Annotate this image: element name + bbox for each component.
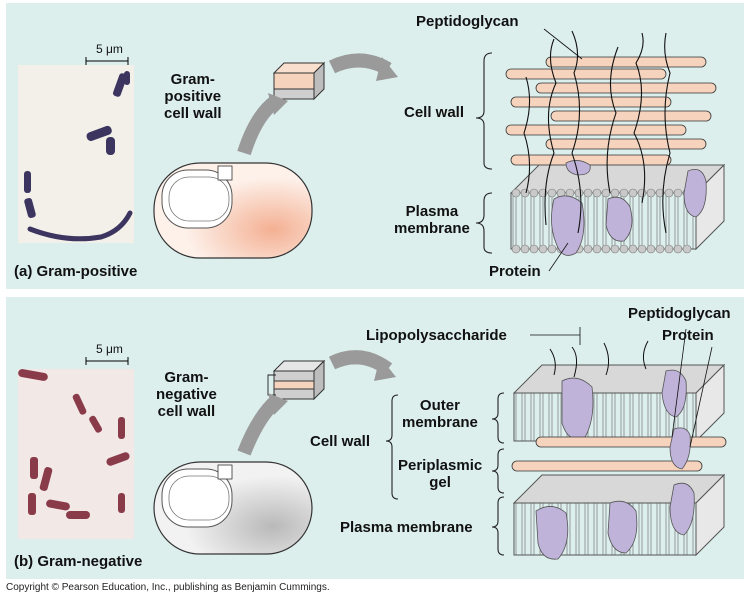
plasma-membrane-label: Plasma membrane (340, 519, 473, 536)
protein-label: Protein (662, 327, 714, 344)
lipopolysaccharide-strands (549, 340, 649, 378)
plasma-membrane-bilayer (509, 160, 726, 256)
peptidoglycan-rods (505, 56, 717, 166)
plasma-membrane-label: Plasma membrane (394, 203, 470, 237)
gram-negative-cell (153, 461, 313, 555)
gram-positive-wall-title: Gram- positive cell wall (164, 71, 222, 122)
lipopolysaccharide-label: Lipopolysaccharide (366, 327, 507, 344)
gram-positive-figure (18, 28, 726, 272)
peptidoglycan-label: Peptidoglycan (628, 305, 731, 322)
plasma-membrane-bilayer (512, 473, 726, 560)
periplasmic-gel-label: Periplasmic gel (398, 457, 483, 491)
panel-a-caption: (a) Gram-positive (14, 263, 138, 280)
gram-positive-stained-cells (24, 71, 133, 242)
gram-positive-micrograph (18, 65, 134, 243)
gram-positive-cell (153, 162, 313, 259)
gram-negative-micrograph (18, 369, 134, 539)
cell-wall-label: Cell wall (310, 433, 371, 450)
scale-bar-label: 5 μm (96, 342, 123, 356)
gram-positive-wall-cube (272, 61, 326, 101)
periplasmic-peptidoglycan (511, 436, 727, 472)
gram-negative-wall-title: Gram- negative cell wall (156, 369, 217, 420)
gram-negative-stained-cells (18, 369, 130, 519)
outer-membrane-bilayer (512, 363, 726, 443)
membrane-proteins (551, 160, 707, 256)
peptidoglycan-strands (523, 30, 671, 234)
outer-membrane-label: Outer membrane (402, 397, 478, 431)
scale-bar-label: 5 μm (96, 42, 123, 56)
gram-negative-figure (18, 327, 727, 560)
gram-negative-panel: 5 μm Gram- negative cell wall Lipopolysa… (6, 297, 744, 579)
panel-b-caption: (b) Gram-negative (14, 553, 143, 570)
gram-positive-panel: 5 μm Gram- positive cell wall Peptidogly… (6, 3, 744, 289)
cell-wall-label: Cell wall (404, 104, 465, 121)
peptidoglycan-label: Peptidoglycan (416, 13, 519, 30)
protein-label: Protein (489, 263, 541, 280)
copyright-notice: Copyright © Pearson Education, Inc., pub… (6, 582, 330, 593)
gram-negative-wall-cube (272, 359, 326, 401)
